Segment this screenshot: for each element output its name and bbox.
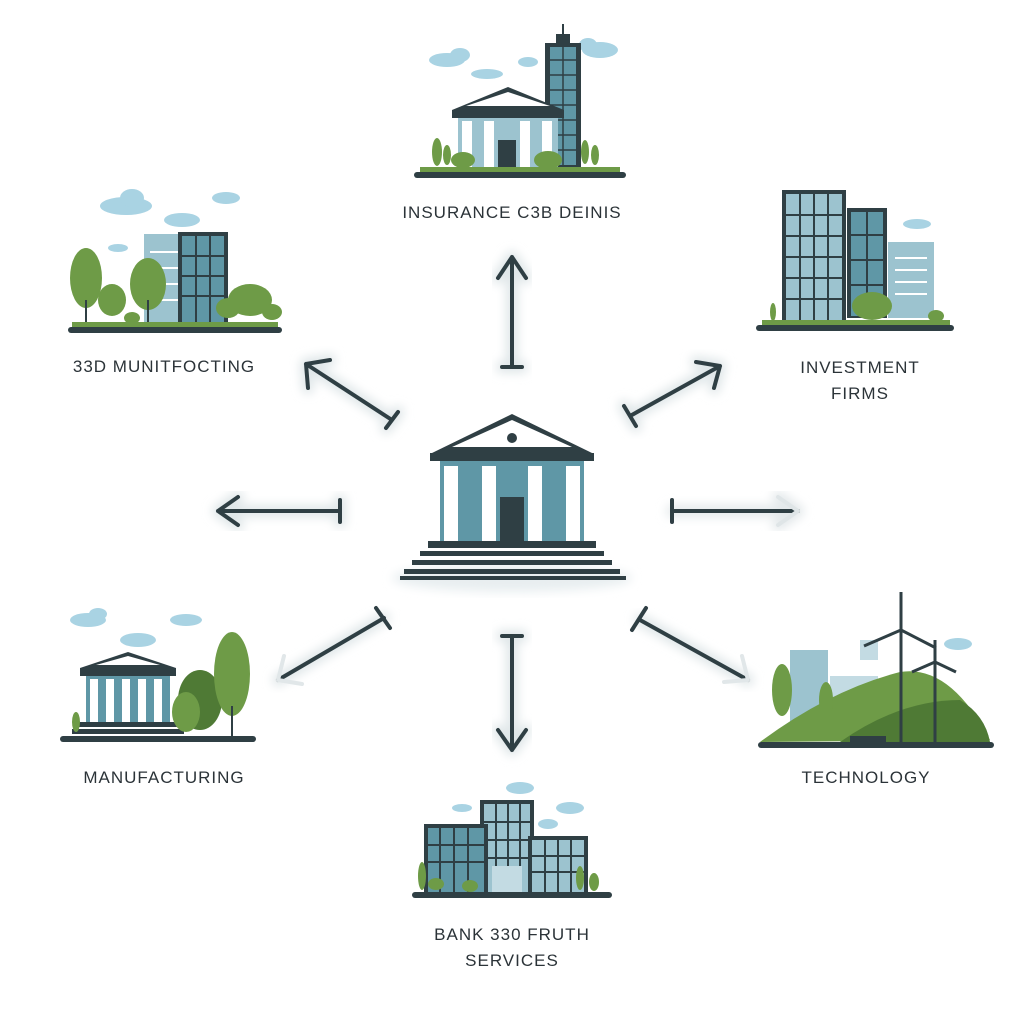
- arrow-down-right: [630, 606, 754, 686]
- node-label-technology: TECHNOLOGY: [766, 765, 966, 791]
- bank-icon: [392, 414, 632, 592]
- arrow-up: [492, 251, 532, 373]
- office-towers-icon: [756, 190, 954, 331]
- node-label-manufacturing: MANUFACTURING: [50, 765, 278, 791]
- label-line: MANUFACTURING: [83, 768, 245, 787]
- node-label-insurance: INSURANCE C3B DEINIS: [352, 200, 672, 226]
- node-label-investment: INVESTMENT FIRMS: [760, 355, 960, 407]
- city-park-icon: [68, 189, 282, 333]
- arrow-left: [212, 491, 346, 531]
- arrow-up-right: [618, 356, 726, 432]
- label-line: BANK 330 FRUTH: [434, 925, 590, 944]
- arrow-up-left: [300, 354, 404, 434]
- label-line: INVESTMENT: [800, 358, 920, 377]
- arrow-right: [666, 491, 804, 531]
- node-label-bank: BANK 330 FRUTH SERVICES: [392, 922, 632, 974]
- label-line: INSURANCE C3B DEINIS: [402, 203, 622, 222]
- arrows: [212, 251, 804, 756]
- label-line: TECHNOLOGY: [801, 768, 931, 787]
- label-line: SERVICES: [465, 951, 559, 970]
- node-label-munitfocting: 33D MUNITFOCTING: [52, 354, 276, 380]
- wind-turbine-icon: [758, 592, 994, 748]
- bank-and-tower-icon: [414, 24, 626, 178]
- label-line: FIRMS: [831, 384, 889, 403]
- office-complex-icon: [412, 782, 612, 898]
- columned-building-icon: [60, 608, 256, 742]
- label-line: 33D MUNITFOCTING: [72, 357, 256, 376]
- arrow-down-left: [272, 606, 392, 686]
- arrow-down: [492, 630, 532, 756]
